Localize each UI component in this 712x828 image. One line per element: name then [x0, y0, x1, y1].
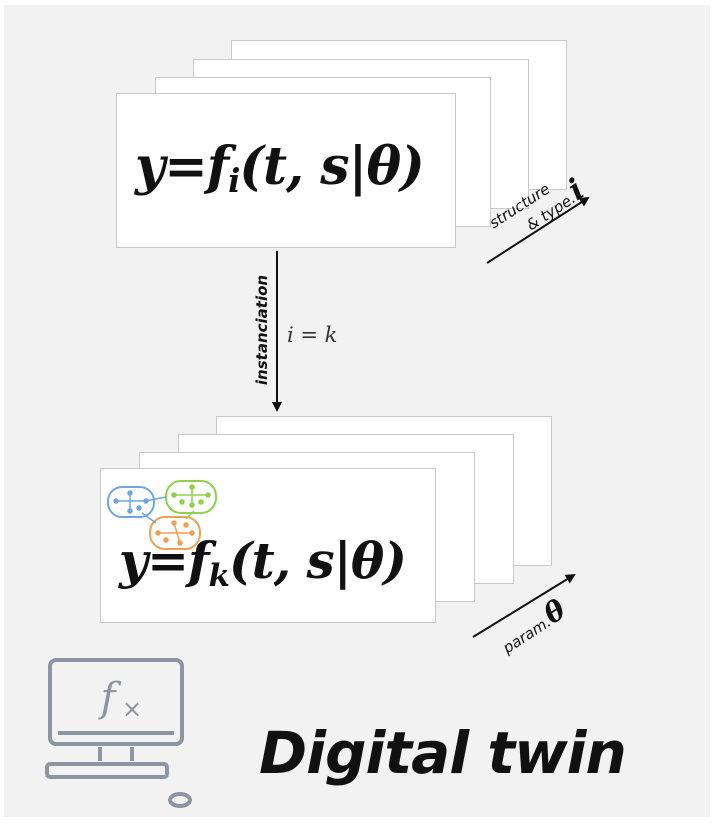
computer-fx-icon: f × — [45, 658, 192, 808]
param-arrow — [472, 573, 576, 638]
diagram-arrows — [272, 196, 590, 638]
network-clusters-icon — [107, 480, 217, 550]
top-card-front: y=fi(t, s|θ) — [116, 93, 456, 248]
diagram-canvas: y=fi(t, s|θ) y=fk(t, s|θ) — [4, 5, 710, 817]
condition-label: i = k — [287, 323, 338, 347]
generic-model-formula: y=fi(t, s|θ) — [135, 136, 425, 201]
svg-text:f: f — [98, 675, 122, 721]
instance-model-formula: y=fk(t, s|θ) — [119, 531, 407, 594]
structure-type-arrow — [486, 196, 590, 264]
svg-text:×: × — [122, 695, 142, 723]
diagram-title: Digital twin — [259, 719, 627, 787]
